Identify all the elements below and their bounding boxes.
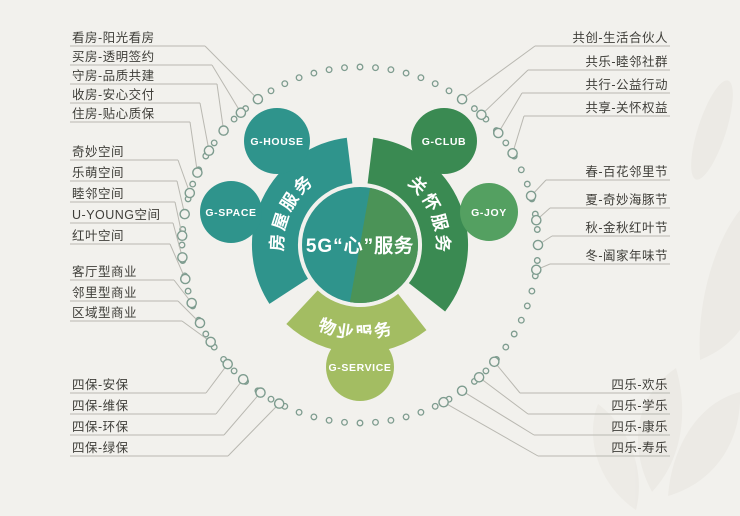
label-item: 夏-奇妙海豚节 [585,193,668,207]
label-item: 秋-金秋红叶节 [585,221,668,235]
service-ring [252,137,468,353]
node-circle [326,333,394,401]
label-item: 乐萌空间 [72,166,125,180]
center-right-half [349,187,418,303]
label-item: 共享-关怀权益 [585,101,668,115]
node-label: G-JOY [471,207,507,219]
label-item: 守房-品质共建 [72,69,155,83]
center-title: 5G“心”服务 [306,234,414,257]
label-item: 收房-安心交付 [72,88,155,102]
label-item: 看房-阳光看房 [72,31,155,45]
label-item: 冬-阖家年味节 [585,249,668,263]
node-circle [411,108,477,174]
label-item: 四乐-寿乐 [611,441,668,455]
label-item: 买房-透明签约 [72,50,155,64]
node-label: G-CLUB [422,136,466,148]
label-item: 睦邻空间 [72,187,125,201]
label-item: 春-百花邻里节 [585,165,668,179]
label-item: 四乐-康乐 [611,420,668,434]
center-circle: 5G“心”服务 [302,187,418,303]
label-item: 共乐-睦邻社群 [585,55,668,69]
label-item: 共行-公益行动 [585,78,668,92]
node-g-joy: G-JOY [460,183,518,241]
label-item: 奇妙空间 [72,145,125,159]
node-circle [200,181,262,243]
label-item: 客厅型商业 [72,265,138,279]
node-g-service: G-SERVICE [326,333,394,401]
label-item: 四乐-欢乐 [611,378,668,392]
node-label: G-SERVICE [329,362,392,374]
label-item: 红叶空间 [72,229,125,243]
node-circle [460,183,518,241]
segment-property-arc [286,289,427,353]
node-label: G-HOUSE [250,136,303,148]
node-circle [244,108,310,174]
node-g-space: G-SPACE [200,181,262,243]
label-item: U-YOUNG空间 [72,208,161,222]
flower-watermark [592,80,740,510]
label-item: 邻里型商业 [72,286,138,300]
node-g-club: G-CLUB [411,108,477,174]
label-item: 四保-安保 [72,378,129,392]
node-label: G-SPACE [205,207,256,219]
node-g-house: G-HOUSE [244,108,310,174]
label-item: 四保-绿保 [72,441,129,455]
label-item: 区域型商业 [72,306,138,320]
connector-lines [70,45,670,457]
segment-care-arc [366,137,468,312]
label-item: 四保-环保 [72,420,129,434]
label-item: 共创-生活合伙人 [572,31,668,45]
label-item: 四乐-学乐 [611,399,668,413]
segment-housing-arc [252,137,354,304]
label-item: 四保-维保 [72,399,129,413]
label-item: 住房-贴心质保 [72,107,155,121]
